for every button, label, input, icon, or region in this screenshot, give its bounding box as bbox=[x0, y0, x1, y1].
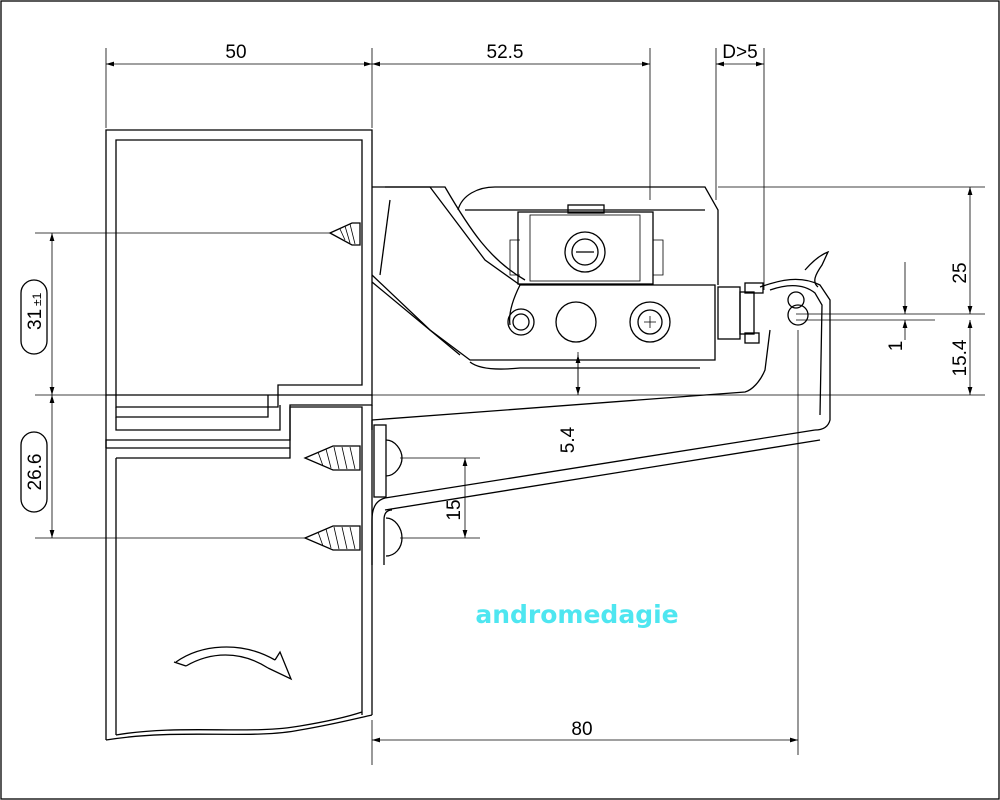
dim-label-26-6: 26.6 bbox=[25, 454, 46, 491]
hinge-link bbox=[717, 250, 831, 431]
dim-label-1: 1 bbox=[886, 341, 907, 352]
dim-box-26-6: 26.6 bbox=[20, 431, 48, 513]
frame-profile bbox=[105, 129, 373, 449]
dim-label-25: 25 bbox=[950, 262, 971, 283]
door-arm bbox=[371, 329, 821, 565]
dimension-lines bbox=[35, 48, 985, 765]
dim-box-31: 31 ±1 bbox=[20, 279, 48, 355]
dim-label-15: 15 bbox=[444, 499, 465, 520]
dim-label-15-4: 15.4 bbox=[950, 339, 971, 376]
upper-frame-screw bbox=[328, 222, 361, 246]
rotation-arrow-icon bbox=[173, 646, 293, 681]
dim-label-5-4: 5.4 bbox=[558, 426, 579, 453]
dim-label-80: 80 bbox=[571, 719, 592, 740]
dim-label-gap: D>5 bbox=[722, 42, 757, 63]
door-screws bbox=[303, 424, 403, 557]
dim-label-50: 50 bbox=[225, 42, 246, 63]
dim-label-tolerance: ±1 bbox=[30, 292, 44, 306]
watermark-text: andromedagie bbox=[475, 600, 678, 629]
adjustment-cam bbox=[509, 204, 664, 285]
hinge-pins bbox=[507, 301, 671, 343]
door-leaf bbox=[105, 405, 373, 741]
hinge-body bbox=[371, 186, 719, 370]
dim-label-52-5: 52.5 bbox=[487, 42, 524, 63]
dim-label-31: 31 bbox=[25, 309, 46, 330]
